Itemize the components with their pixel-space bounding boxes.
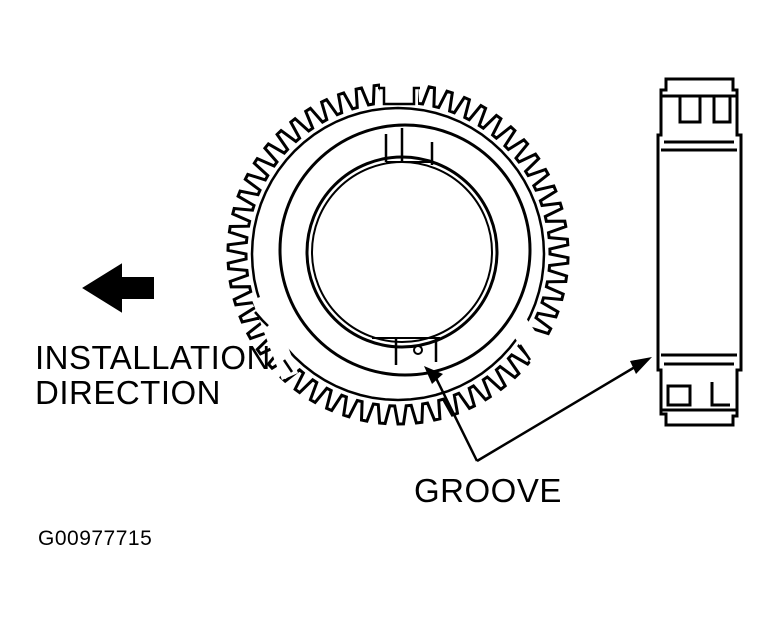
side-view-top-slot-b	[712, 96, 732, 124]
top-notch-outline	[378, 86, 420, 106]
side-view-bottom-slot-a	[666, 384, 692, 407]
groove-leader-line	[431, 362, 641, 463]
side-view-outline	[656, 77, 743, 427]
left-gap-edge-b	[282, 359, 294, 373]
side-view	[656, 77, 743, 427]
side-view-bottom-slot-b	[710, 382, 730, 407]
right-gap-edge	[518, 344, 532, 361]
synchronizer-ring-inner-edge	[250, 106, 546, 402]
top-notch	[380, 78, 418, 106]
left-gap-edge-a	[254, 311, 269, 327]
hub-bore-outer	[305, 155, 499, 349]
figure-id-label: G00977715	[38, 527, 153, 550]
groove-arrowhead-left	[424, 366, 443, 384]
left-gap	[252, 294, 298, 380]
hub-bottom-key	[394, 338, 438, 365]
installation-direction-label-line2: DIRECTION	[35, 374, 221, 411]
side-view-top-slot-a	[678, 96, 702, 124]
groove-label: GROOVE	[414, 472, 562, 509]
groove-hole	[413, 345, 423, 355]
installation-direction-label-line1: INSTALLATION	[35, 339, 271, 376]
right-gap	[510, 318, 552, 370]
installation-direction-arrow	[82, 263, 154, 313]
groove-arrowhead-right	[630, 357, 652, 374]
